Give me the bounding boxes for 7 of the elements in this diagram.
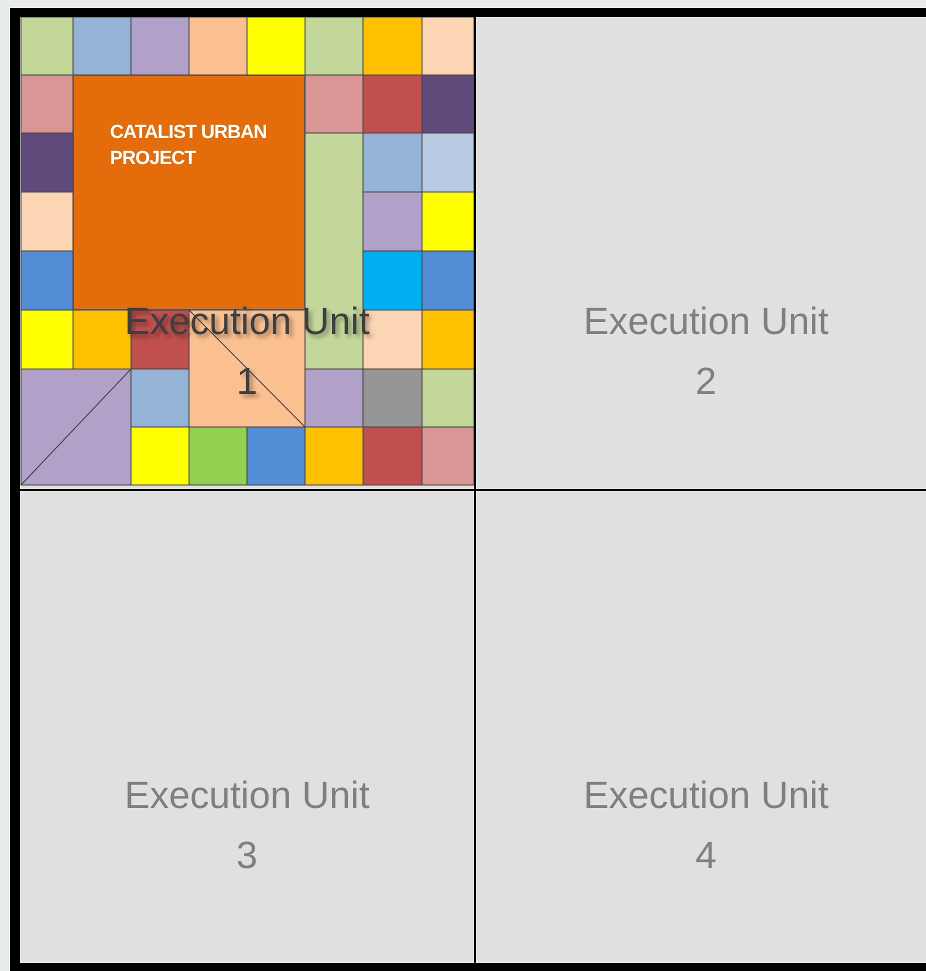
unit-panel bbox=[476, 491, 926, 963]
unit-label: Execution Unit 4 bbox=[582, 774, 830, 879]
unit-label: Execution Unit 2 bbox=[582, 300, 830, 405]
unit-label: Execution Unit 3 bbox=[123, 774, 370, 879]
project-title: CATALIST URBAN PROJECT bbox=[110, 121, 268, 171]
unit-panel bbox=[20, 491, 474, 963]
unit-panel bbox=[476, 17, 926, 489]
